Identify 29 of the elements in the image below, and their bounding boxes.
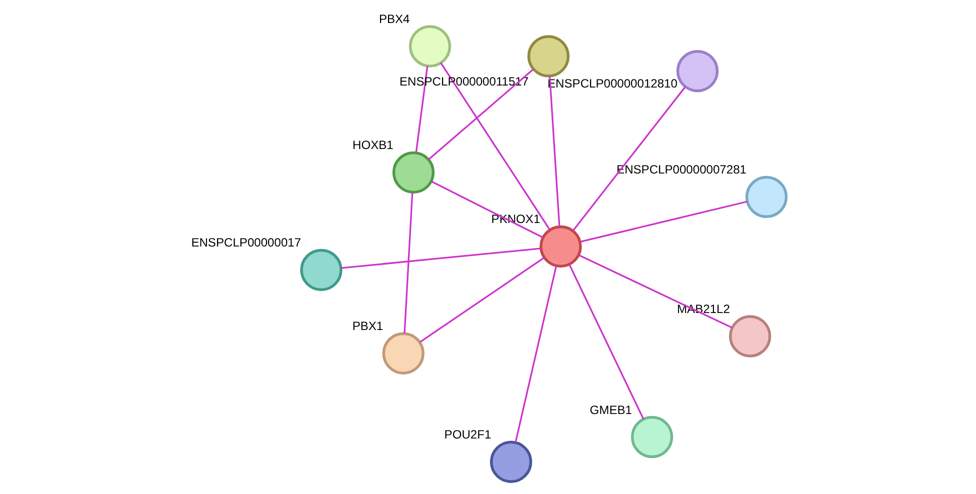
connector bbox=[403, 192, 413, 334]
connector bbox=[440, 62, 550, 230]
node-circle bbox=[392, 150, 434, 194]
node-label: HOXB1 bbox=[352, 138, 393, 152]
node-circle bbox=[539, 224, 582, 268]
connector bbox=[548, 75, 560, 226]
node-circle bbox=[676, 50, 718, 92]
connector bbox=[414, 65, 428, 152]
connector bbox=[579, 200, 747, 242]
node-circle bbox=[630, 415, 673, 458]
connector bbox=[340, 247, 540, 268]
connector bbox=[572, 86, 686, 231]
connector bbox=[419, 256, 544, 342]
connector bbox=[568, 264, 644, 419]
node-label: GMEB1 bbox=[589, 402, 632, 416]
node-label: ENSPCLP00000017 bbox=[190, 235, 301, 250]
connector bbox=[430, 180, 543, 238]
node-label: PBX4 bbox=[378, 12, 410, 26]
node-circle bbox=[489, 440, 532, 482]
node-circle bbox=[526, 34, 570, 77]
connector bbox=[514, 265, 557, 442]
connector bbox=[578, 254, 732, 328]
node-circle bbox=[728, 314, 771, 357]
node-circle bbox=[408, 24, 451, 67]
node-label: PBX1 bbox=[352, 318, 383, 333]
node-circle bbox=[382, 332, 424, 374]
node-circle bbox=[300, 248, 342, 291]
node-label: POU2F1 bbox=[444, 427, 491, 442]
node-circle bbox=[744, 175, 788, 218]
